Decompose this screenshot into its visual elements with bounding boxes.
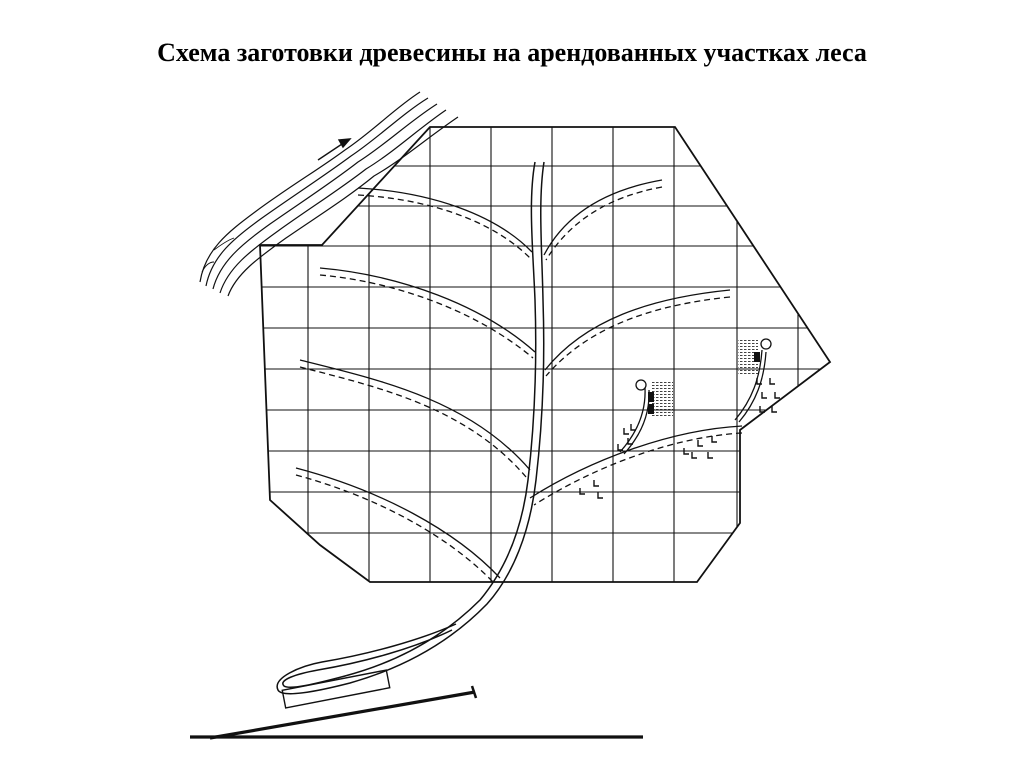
side-trail-left: [619, 379, 650, 455]
timber-stack-left: [648, 380, 673, 417]
side-trail-right: [734, 338, 772, 423]
skid-trail: [299, 359, 531, 478]
forest-parcel-boundary: [259, 126, 832, 583]
loading-site: [281, 669, 391, 709]
skid-trail: [319, 267, 536, 359]
slide-title: Схема заготовки древесины на арендованны…: [157, 38, 867, 67]
river-flow-arrow-icon: [317, 138, 352, 161]
skid-trail: [543, 179, 663, 261]
cut-stump-marks: [579, 378, 780, 499]
skid-trail: [295, 467, 501, 584]
river: [199, 91, 459, 297]
skid-trails: [295, 179, 743, 584]
main-haul-road: [276, 161, 545, 695]
skid-trail: [529, 425, 743, 506]
skid-trail: [357, 187, 533, 259]
skid-trail: [544, 289, 731, 377]
public-road: [190, 685, 643, 740]
timber-stack-right: [738, 338, 760, 374]
